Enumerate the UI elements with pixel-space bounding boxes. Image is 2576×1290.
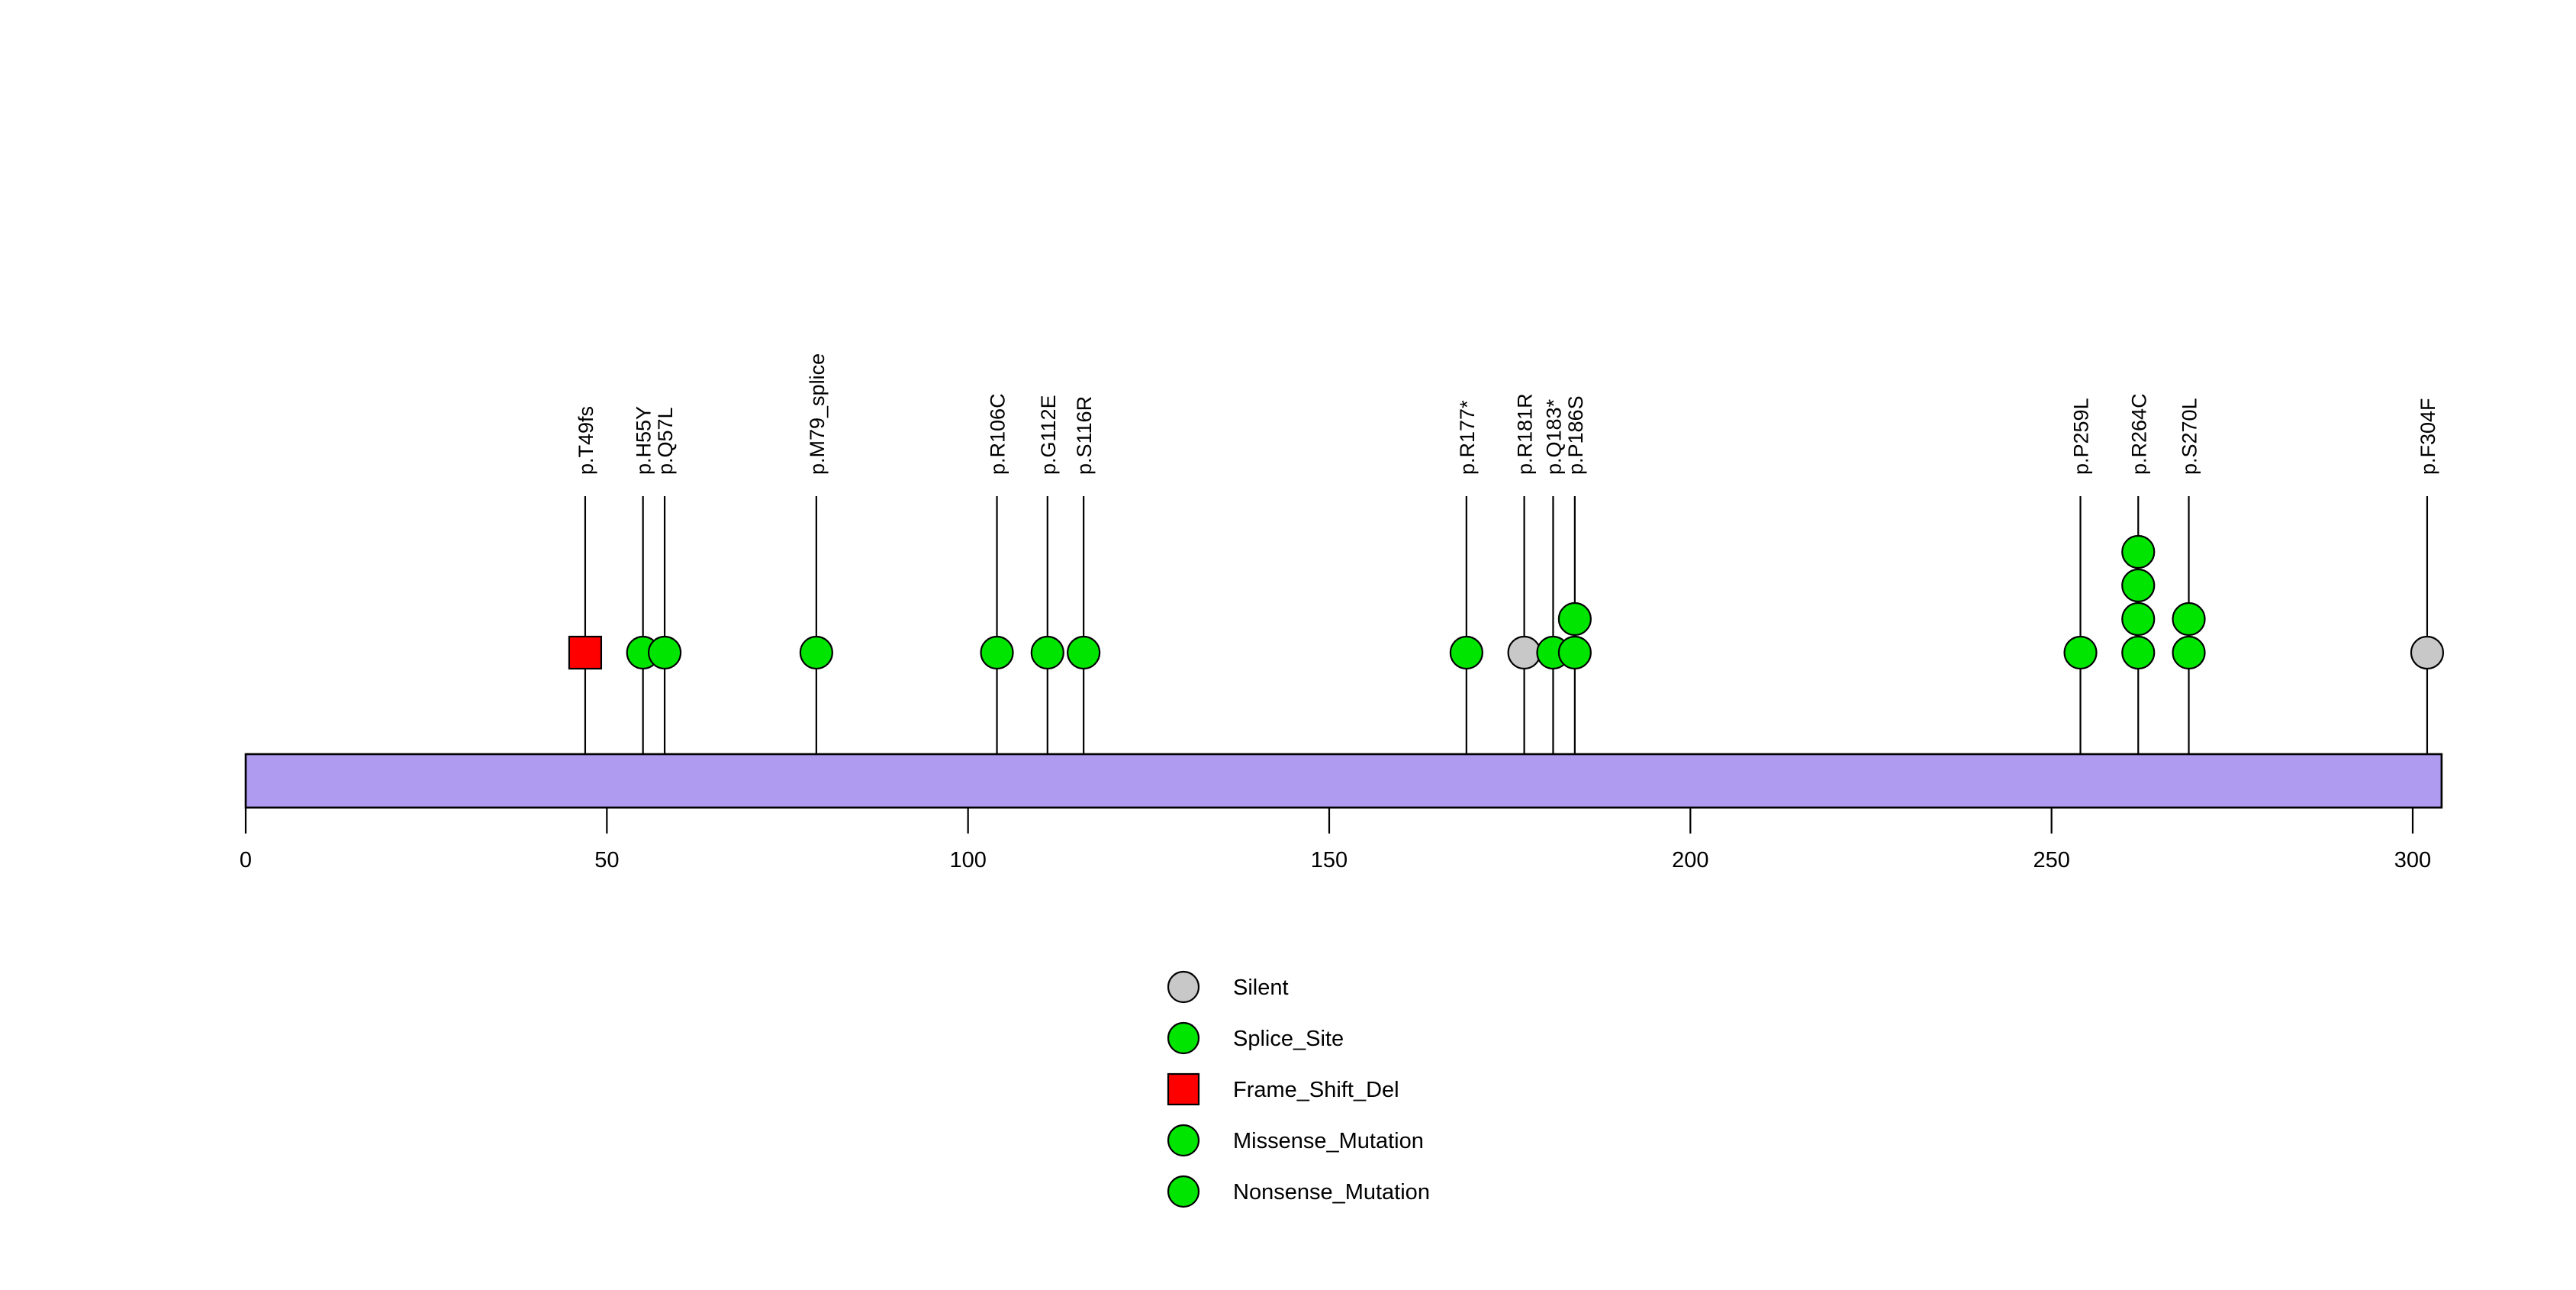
mutation-marker-circle[interactable] [1067, 635, 1101, 670]
mutation-marker-circle[interactable] [2172, 601, 2206, 637]
mutation-label: p.S270L [2178, 398, 2201, 475]
mutation-label: p.T49fs [575, 406, 597, 475]
legend-swatch-circle [1167, 1175, 1200, 1208]
legend-label: Silent [1233, 976, 1289, 1000]
mutation-label: p.Q183* [1542, 398, 1565, 475]
mutation-marker-circle[interactable] [980, 635, 1014, 670]
legend-label: Splice_Site [1233, 1027, 1344, 1051]
mutation-marker-circle[interactable] [2410, 635, 2445, 670]
mutation-marker-circle[interactable] [1507, 635, 1541, 670]
axis-tick-label: 250 [2033, 848, 2069, 872]
protein-domain-bar-group [244, 753, 2443, 809]
mutation-label: p.F304F [2417, 398, 2439, 475]
axis-tick-label: 0 [240, 848, 252, 872]
axis-tick-label: 150 [1311, 848, 1348, 872]
mutation-marker-circle[interactable] [1030, 635, 1064, 670]
mutation-label: p.P186S [1564, 395, 1587, 475]
protein-domain-bar [244, 753, 2443, 809]
mutation-label: p.S116R [1073, 396, 1096, 475]
legend-label: Frame_Shift_Del [1233, 1078, 1399, 1102]
mutation-marker-square[interactable] [568, 635, 603, 670]
mutation-marker-circle[interactable] [2121, 534, 2156, 569]
mutation-label: p.Q57L [654, 407, 677, 475]
mutation-label: p.R177* [1456, 400, 1479, 475]
mutation-marker-circle[interactable] [1449, 635, 1483, 670]
mutation-marker-circle[interactable] [2121, 601, 2156, 637]
axis-tick-label: 300 [2394, 848, 2431, 872]
legend-label: Nonsense_Mutation [1233, 1180, 1430, 1205]
mutation-marker-circle[interactable] [2172, 635, 2206, 670]
legend-swatch-circle [1167, 970, 1200, 1004]
mutation-label: p.R264C [2127, 393, 2150, 475]
axis-tick-label: 200 [1672, 848, 1708, 872]
axis-tick-label: 100 [949, 848, 986, 872]
mutation-marker-circle[interactable] [647, 635, 682, 670]
position-axis-group: 0 50 100 150 200 250 300 [240, 806, 2442, 872]
mutation-marker-circle[interactable] [1557, 601, 1592, 637]
legend-label: Missense_Mutation [1233, 1129, 1424, 1153]
mutation-markers-group [568, 534, 2445, 670]
legend-swatch-circle [1167, 1021, 1200, 1055]
mutation-marker-circle[interactable] [2121, 568, 2156, 603]
mutation-label: p.G112E [1037, 395, 1060, 475]
mutation-label: p.R181R [1514, 393, 1537, 475]
mutation-marker-circle[interactable] [2121, 635, 2156, 670]
axis-tick-label: 50 [594, 848, 619, 872]
mutation-label: p.H55Y [633, 406, 655, 475]
mutation-marker-circle[interactable] [1557, 635, 1592, 670]
mutation-marker-circle[interactable] [799, 635, 833, 670]
mutation-label: p.P259L [2070, 398, 2093, 475]
mutation-label: p.M79_splice [806, 353, 829, 475]
mutation-marker-circle[interactable] [2063, 635, 2098, 670]
legend-swatch-circle [1167, 1124, 1200, 1157]
mutation-label: p.R106C [987, 393, 1009, 475]
legend-group: SilentSplice_SiteFrame_Shift_DelMissense… [1167, 970, 1430, 1208]
legend-swatch-square [1167, 1072, 1200, 1106]
